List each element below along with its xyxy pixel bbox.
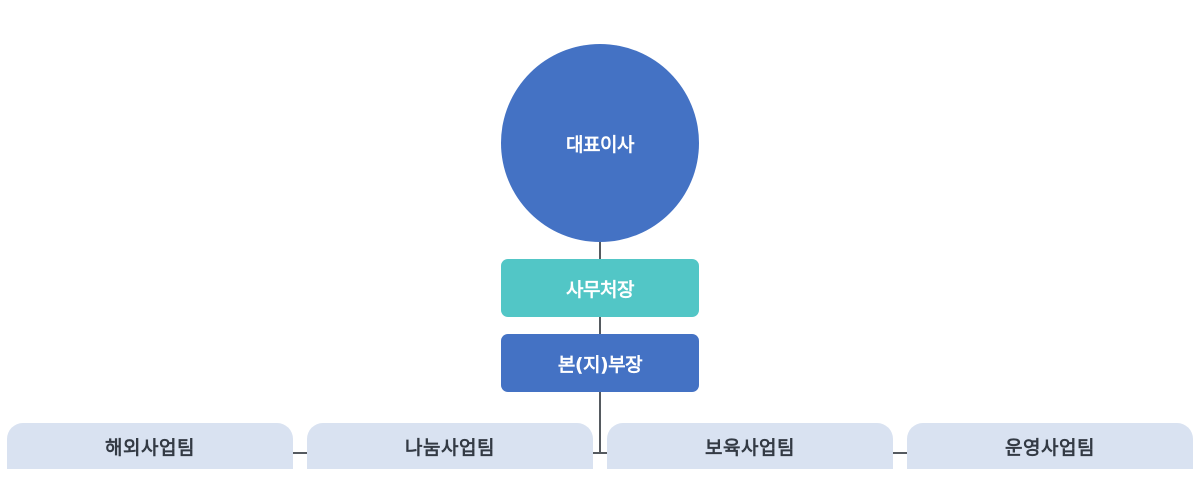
secretary-general-label: 사무처장 (566, 278, 634, 301)
team-label-childcare: 보육사업팀 (705, 436, 795, 459)
connector-secretary-director (599, 317, 601, 334)
team-node-operations: 운영사업팀 (907, 423, 1193, 469)
team-node-overseas: 해외사업팀 (7, 423, 293, 469)
team-label-sharing: 나눔사업팀 (405, 436, 495, 459)
team-label-overseas: 해외사업팀 (105, 436, 195, 459)
secretary-general-node: 사무처장 (501, 259, 699, 317)
team-node-sharing: 나눔사업팀 (307, 423, 593, 469)
team-label-operations: 운영사업팀 (1005, 436, 1095, 459)
ceo-node: 대표이사 (501, 44, 699, 242)
connector-director-teams (599, 392, 601, 453)
branch-director-label: 본(지)부장 (557, 353, 643, 376)
branch-director-node: 본(지)부장 (501, 334, 699, 392)
connector-teams-horizontal (292, 452, 908, 454)
team-node-childcare: 보육사업팀 (607, 423, 893, 469)
ceo-label: 대표이사 (566, 133, 634, 156)
connector-ceo-secretary (599, 242, 601, 259)
